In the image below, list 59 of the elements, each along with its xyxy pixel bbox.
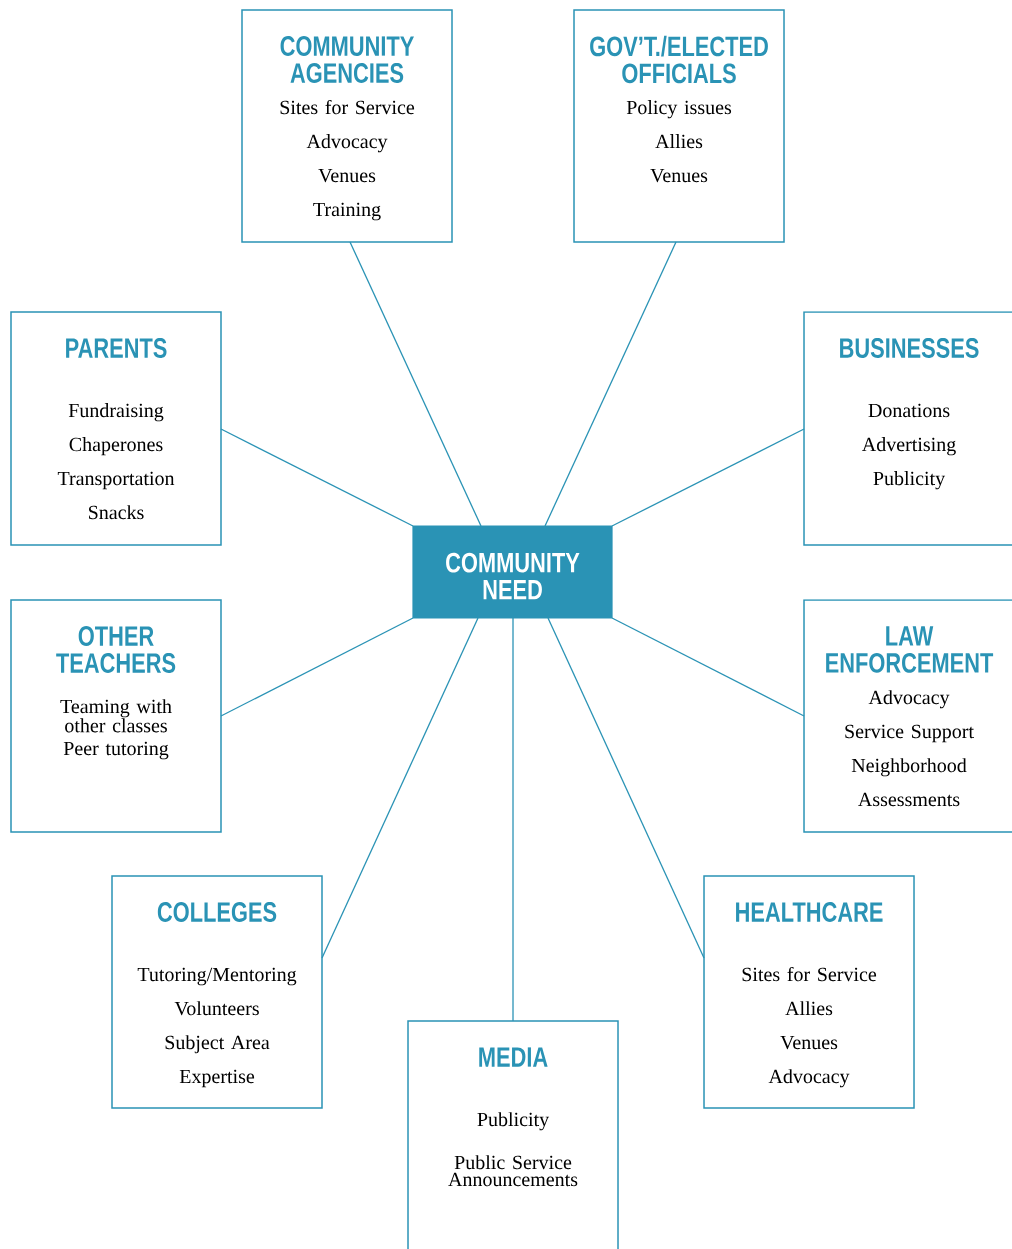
connector-line bbox=[544, 241, 677, 527]
connector-line bbox=[547, 617, 705, 959]
list-item: Assessments bbox=[858, 792, 960, 807]
box bbox=[803, 599, 1012, 833]
list-item: Publicity bbox=[477, 1112, 550, 1131]
box-heading: COLLEGES bbox=[157, 902, 277, 922]
list-item: Teaming with other classes bbox=[60, 699, 172, 733]
list-item: Allies bbox=[785, 1001, 833, 1016]
list-item: Volunteers bbox=[174, 1001, 259, 1016]
box-heading: LAW ENFORCEMENT bbox=[826, 626, 994, 673]
list-item: Allies bbox=[655, 134, 703, 149]
box bbox=[111, 875, 323, 1109]
connector-line bbox=[512, 617, 514, 1022]
list-item: Transportation bbox=[57, 471, 175, 490]
box-heading: BUSINESSES bbox=[840, 338, 979, 358]
list-item: Advocacy bbox=[306, 134, 388, 153]
list-item: Advocacy bbox=[768, 1069, 850, 1088]
box-heading: PARENTS bbox=[66, 338, 167, 358]
box-heading: COMMUNITY AGENCIES bbox=[280, 36, 414, 83]
list-item: Venues bbox=[780, 1035, 838, 1050]
list-item: Sites for Service bbox=[280, 99, 415, 115]
box bbox=[803, 311, 1012, 546]
list-item: Training bbox=[313, 202, 381, 221]
box-heading: COMMUNITY NEED bbox=[446, 552, 580, 600]
list-item: Donations bbox=[868, 403, 950, 418]
box bbox=[10, 311, 222, 546]
list-item: Venues bbox=[318, 168, 376, 183]
list-item: Fundraising bbox=[68, 403, 164, 422]
connector-line bbox=[220, 617, 414, 717]
list-item: Sites for Service bbox=[742, 966, 877, 982]
connector-line bbox=[611, 428, 805, 527]
list-item: Publicity bbox=[873, 471, 946, 490]
box bbox=[10, 599, 222, 833]
list-item: Public Service Announcements bbox=[448, 1155, 578, 1187]
list-item: Peer tutoring bbox=[63, 741, 169, 760]
list-item: Policy issues bbox=[626, 100, 732, 119]
list-item: Advocacy bbox=[868, 690, 950, 709]
list-item: Neighborhood bbox=[851, 758, 967, 777]
hub-box bbox=[412, 525, 613, 619]
connector-line bbox=[321, 617, 479, 959]
connector-line bbox=[349, 241, 482, 527]
list-item: Subject Area bbox=[165, 1035, 270, 1054]
list-item: Advertising bbox=[862, 437, 956, 456]
list-item: Service Support bbox=[845, 724, 974, 743]
connector-line bbox=[611, 617, 805, 717]
list-item: Expertise bbox=[179, 1069, 255, 1088]
box-heading: HEALTHCARE bbox=[736, 902, 883, 922]
list-item: Snacks bbox=[89, 505, 144, 520]
box-heading: OTHER TEACHERS bbox=[56, 626, 176, 673]
connector-line bbox=[220, 428, 414, 527]
list-item: Venues bbox=[650, 168, 708, 183]
box-heading: GOV’T./ELECTED OFFICIALS bbox=[590, 35, 768, 84]
list-item: Tutoring/Mentoring bbox=[137, 967, 297, 986]
box-heading: MEDIA bbox=[479, 1047, 548, 1067]
box bbox=[703, 875, 915, 1109]
box bbox=[407, 1020, 619, 1249]
box bbox=[573, 9, 785, 243]
list-item: Chaperones bbox=[69, 437, 163, 456]
box bbox=[241, 9, 453, 243]
